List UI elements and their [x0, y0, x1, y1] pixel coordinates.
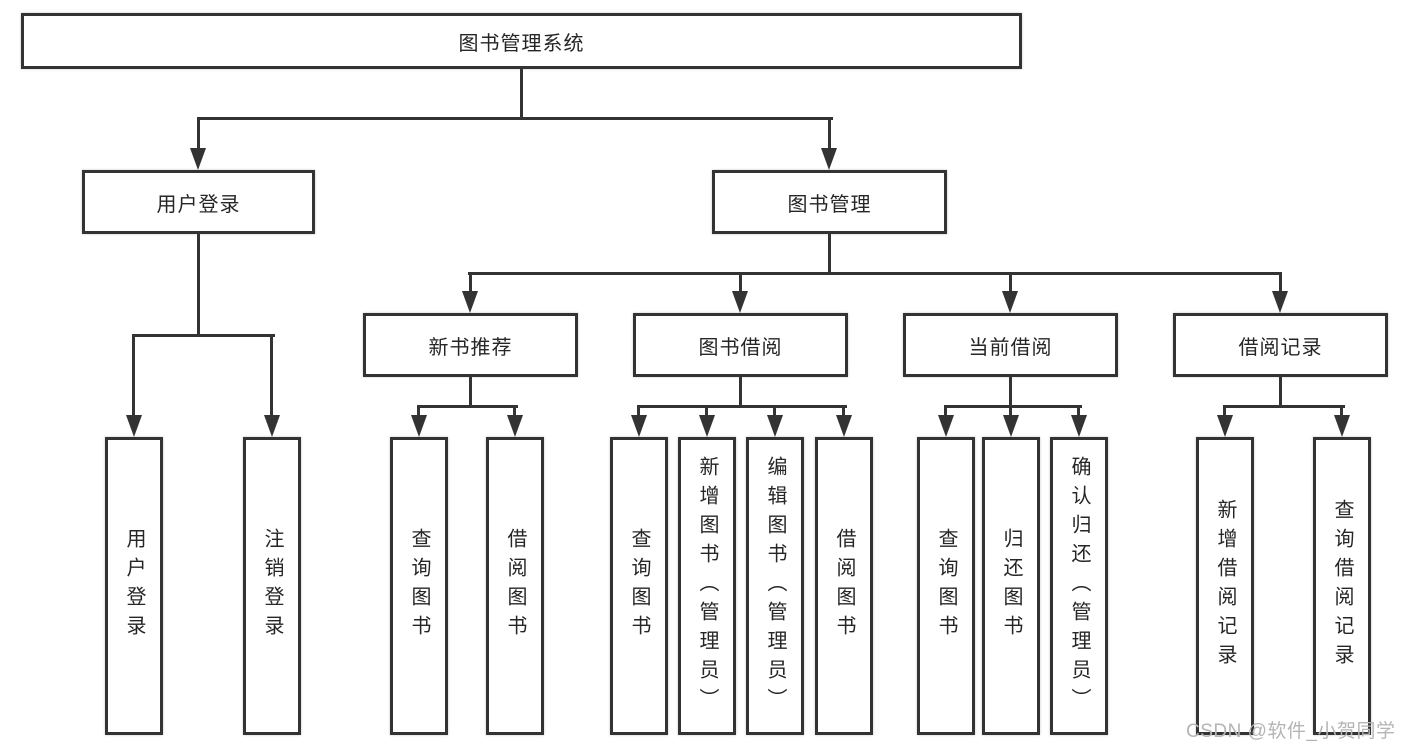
stem-line — [520, 68, 523, 120]
stem-line — [828, 233, 831, 275]
node-label: 图书借阅 — [698, 336, 783, 359]
leaf-edit-books-admin: 编辑图书（管理员） — [746, 437, 804, 735]
leaf-label: 查询图书 — [408, 528, 430, 644]
branch-line — [637, 405, 847, 408]
drop-line — [1009, 405, 1012, 419]
branch-line — [944, 405, 1082, 408]
stem-line — [739, 377, 742, 408]
leaf-label: 编辑图书（管理员） — [764, 455, 786, 717]
stem-line — [1009, 377, 1012, 408]
drop-line — [1077, 405, 1080, 419]
node-label: 新书推荐 — [428, 336, 513, 359]
drop-line — [637, 405, 640, 419]
leaf-label: 新增图书（管理员） — [696, 455, 718, 717]
arrowhead-down-icon — [1272, 291, 1288, 313]
drop-line — [469, 272, 472, 294]
branch-line — [417, 405, 518, 408]
leaf-label: 确认归还（管理员） — [1068, 455, 1090, 717]
drop-line — [132, 334, 135, 419]
arrowhead-down-icon — [821, 148, 837, 170]
leaf-query-books-borrowing: 查询图书 — [610, 437, 668, 735]
drop-line — [944, 405, 947, 419]
arrowhead-down-icon — [938, 415, 954, 437]
leaf-query-books-current: 查询图书 — [917, 437, 975, 735]
node-label: 用户登录 — [156, 193, 241, 216]
node-label: 图书管理 — [787, 193, 872, 216]
branch-line — [1223, 405, 1345, 408]
leaf-query-borrow-record: 查询借阅记录 — [1313, 437, 1371, 735]
arrowhead-down-icon — [1334, 415, 1350, 437]
leaf-label: 借阅图书 — [833, 528, 855, 644]
leaf-label: 用户登录 — [123, 528, 145, 644]
leaf-user-login: 用户登录 — [105, 437, 163, 735]
node-label: 借阅记录 — [1238, 336, 1323, 359]
stem-line — [197, 234, 200, 337]
node-label: 当前借阅 — [968, 336, 1053, 359]
leaf-label: 查询图书 — [628, 528, 650, 644]
arrowhead-down-icon — [507, 415, 523, 437]
arrowhead-down-icon — [836, 415, 852, 437]
leaf-logout: 注销登录 — [243, 437, 301, 735]
leaf-confirm-return-admin: 确认归还（管理员） — [1050, 437, 1108, 735]
branch-line — [132, 334, 275, 337]
drop-line — [1340, 405, 1343, 419]
leaf-label: 新增借阅记录 — [1214, 499, 1236, 673]
leaf-label: 注销登录 — [261, 528, 283, 644]
arrowhead-down-icon — [462, 291, 478, 313]
branch-line — [468, 272, 1281, 275]
drop-line — [197, 117, 200, 152]
csdn-watermark: CSDN @软件_小贺同学 — [1186, 721, 1396, 742]
arrowhead-down-icon — [1002, 291, 1018, 313]
stem-line — [1279, 377, 1282, 408]
drop-line — [842, 405, 845, 419]
node-borrowing-records: 借阅记录 — [1173, 313, 1388, 377]
arrowhead-down-icon — [732, 291, 748, 313]
node-current-borrowing: 当前借阅 — [903, 313, 1118, 377]
branch-line — [197, 117, 833, 120]
leaf-label: 借阅图书 — [504, 528, 526, 644]
drop-line — [270, 334, 273, 419]
arrowhead-down-icon — [699, 415, 715, 437]
arrowhead-down-icon — [1071, 415, 1087, 437]
drop-line — [739, 272, 742, 294]
node-label: 图书管理系统 — [458, 32, 585, 55]
node-book-borrowing: 图书借阅 — [633, 313, 848, 377]
arrowhead-down-icon — [767, 415, 783, 437]
drop-line — [1223, 405, 1226, 419]
leaf-add-books-admin: 新增图书（管理员） — [678, 437, 736, 735]
leaf-borrow-books-recommend: 借阅图书 — [486, 437, 544, 735]
arrowhead-down-icon — [126, 415, 142, 437]
drop-line — [1279, 272, 1282, 294]
drop-line — [828, 117, 831, 152]
stem-line — [469, 377, 472, 408]
leaf-label: 查询图书 — [935, 528, 957, 644]
node-user-login-branch: 用户登录 — [82, 170, 315, 234]
node-library-system: 图书管理系统 — [21, 13, 1022, 69]
arrowhead-down-icon — [190, 148, 206, 170]
leaf-label: 归还图书 — [1000, 528, 1022, 644]
drop-line — [1009, 272, 1012, 294]
leaf-return-books: 归还图书 — [982, 437, 1040, 735]
drop-line — [705, 405, 708, 419]
arrowhead-down-icon — [411, 415, 427, 437]
leaf-query-books-recommend: 查询图书 — [390, 437, 448, 735]
arrowhead-down-icon — [1003, 415, 1019, 437]
node-book-management: 图书管理 — [712, 170, 947, 234]
arrowhead-down-icon — [264, 415, 280, 437]
arrowhead-down-icon — [631, 415, 647, 437]
node-new-book-recommend: 新书推荐 — [363, 313, 578, 377]
drop-line — [513, 405, 516, 419]
drop-line — [417, 405, 420, 419]
leaf-borrow-books: 借阅图书 — [815, 437, 873, 735]
leaf-add-borrow-record: 新增借阅记录 — [1196, 437, 1254, 735]
drop-line — [773, 405, 776, 419]
leaf-label: 查询借阅记录 — [1331, 499, 1353, 673]
arrowhead-down-icon — [1217, 415, 1233, 437]
